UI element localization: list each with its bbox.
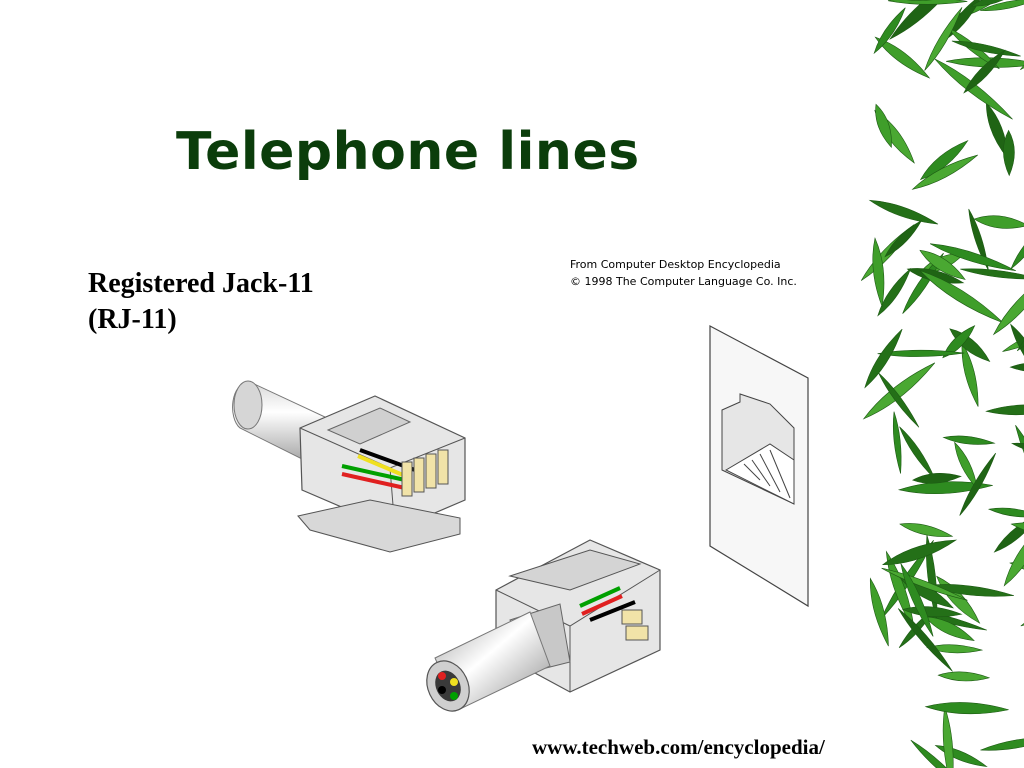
- bamboo-leaf-icon: [911, 472, 962, 484]
- bamboo-leaf-icon: [1020, 593, 1024, 627]
- bamboo-leaf-icon: [887, 0, 968, 5]
- bamboo-leaf-icon: [910, 739, 969, 768]
- bamboo-leaf-icon: [1003, 129, 1015, 177]
- bamboo-leaf-icon: [1009, 362, 1024, 373]
- source-url-link[interactable]: www.techweb.com/encyclopedia/: [532, 735, 825, 759]
- bamboo-leaf-icon: [987, 507, 1024, 518]
- image-credit: From Computer Desktop Encyclopedia © 199…: [570, 256, 797, 290]
- bamboo-leaf-icon: [919, 249, 966, 280]
- bamboo-leaf-icon: [942, 706, 954, 768]
- bamboo-leaf-icon: [961, 341, 979, 407]
- bamboo-leaf-icon: [902, 252, 944, 314]
- bamboo-leaf-icon: [959, 452, 996, 516]
- bamboo-leaf-icon: [868, 199, 939, 225]
- subtitle-line-1: Registered Jack-11: [88, 268, 314, 299]
- bamboo-leaf-icon: [875, 103, 892, 149]
- bamboo-leaf-icon: [937, 671, 991, 682]
- bamboo-leaf-icon: [884, 219, 923, 258]
- bamboo-leaf-icon: [924, 616, 975, 641]
- bamboo-leaf-icon: [960, 268, 1024, 280]
- bamboo-leaf-icon: [993, 512, 1024, 553]
- bamboo-border-decoration: [860, 0, 1024, 768]
- rj11-illustration: [232, 325, 809, 712]
- bamboo-leaf-icon: [864, 328, 903, 389]
- bamboo-leaf-icon: [985, 404, 1024, 416]
- bamboo-leaf-icon: [889, 0, 963, 40]
- bamboo-leaf-icon: [899, 523, 954, 537]
- bamboo-leaf-icon: [897, 608, 953, 672]
- bamboo-leaf-icon: [924, 702, 1009, 715]
- bamboo-leaf-icon: [924, 7, 963, 71]
- bamboo-leaf-icon: [1003, 520, 1024, 587]
- bamboo-leaf-icon: [934, 58, 1013, 120]
- bamboo-leaf-icon: [907, 0, 978, 1]
- bamboo-leaf-icon: [897, 481, 993, 495]
- bamboo-leaf-icon: [869, 577, 889, 647]
- bamboo-leaf-icon: [881, 539, 958, 566]
- rj11-plug-top-icon: [232, 380, 466, 553]
- bamboo-leaf-icon: [980, 0, 1024, 11]
- bamboo-leaf-icon: [992, 272, 1024, 336]
- rj11-plug-bottom-icon: [426, 539, 661, 712]
- bamboo-leaf-icon: [892, 411, 902, 474]
- bamboo-leaf-icon: [878, 372, 920, 428]
- bamboo-leaf-icon: [877, 349, 965, 357]
- bamboo-leaf-icon: [1015, 425, 1024, 516]
- credit-line-1: From Computer Desktop Encyclopedia: [570, 258, 781, 271]
- bamboo-leaf-icon: [900, 563, 934, 637]
- bamboo-leaf-icon: [872, 237, 885, 308]
- bamboo-leaf-icon: [929, 243, 1017, 272]
- bamboo-leaf-icon: [942, 435, 996, 445]
- bamboo-leaf-icon: [980, 736, 1024, 751]
- slide-title: Telephone lines: [176, 122, 640, 182]
- bamboo-leaf-icon: [963, 49, 1006, 94]
- bamboo-leaf-icon: [862, 362, 936, 420]
- wall-jack-icon: [709, 325, 809, 608]
- credit-line-2: © 1998 The Computer Language Co. Inc.: [570, 275, 797, 288]
- bamboo-leaf-icon: [926, 644, 984, 654]
- bamboo-leaf-icon: [970, 0, 1017, 7]
- bamboo-leaf-icon: [1010, 222, 1024, 270]
- bamboo-leaf-icon: [973, 215, 1024, 229]
- bamboo-leaf-icon: [899, 426, 936, 480]
- bamboo-leaves: [860, 0, 1024, 768]
- bamboo-leaf-icon: [874, 36, 931, 79]
- bamboo-leaf-icon: [911, 154, 978, 190]
- bamboo-leaf-icon: [873, 7, 906, 55]
- bamboo-leaf-icon: [1010, 323, 1024, 386]
- slide-subtitle: Registered Jack-11 (RJ-11): [88, 266, 314, 338]
- subtitle-line-2: (RJ-11): [88, 304, 177, 335]
